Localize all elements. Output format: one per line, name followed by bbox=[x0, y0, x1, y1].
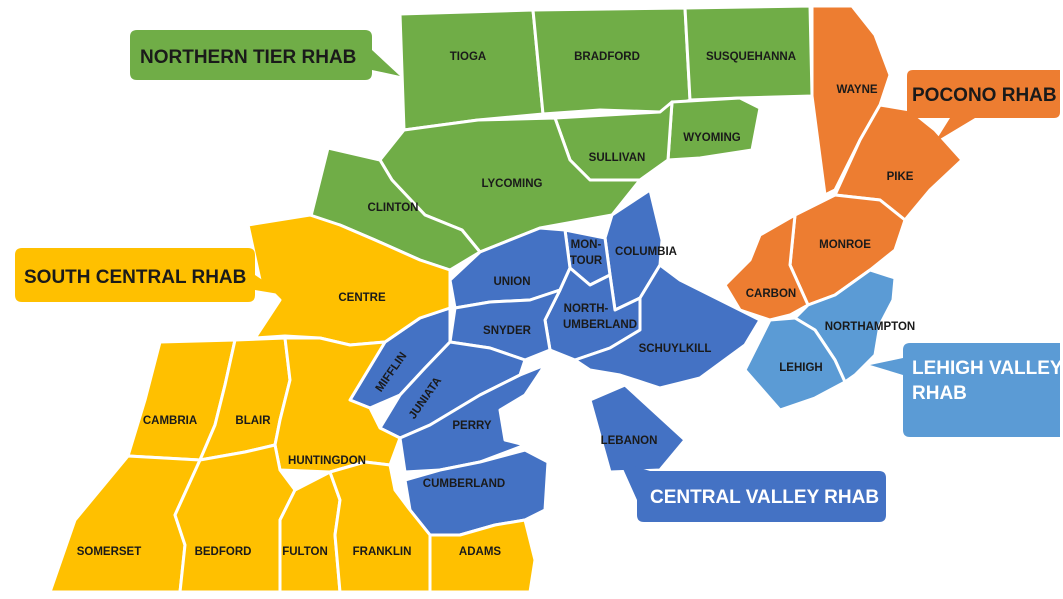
callout-lehigh-valley-label-1: LEHIGH VALLEY bbox=[912, 358, 1063, 379]
callout-lehigh-valley-label-2: RHAB bbox=[912, 383, 967, 404]
label-lehigh: LEHIGH bbox=[779, 362, 822, 374]
label-blair: BLAIR bbox=[235, 415, 271, 427]
label-clinton: CLINTON bbox=[368, 202, 419, 214]
label-lebanon: LEBANON bbox=[601, 435, 658, 447]
label-wayne: WAYNE bbox=[836, 84, 877, 96]
label-cambria: CAMBRIA bbox=[143, 415, 197, 427]
label-snyder: SNYDER bbox=[483, 325, 532, 337]
label-adams: ADAMS bbox=[459, 546, 501, 558]
south-central-region bbox=[48, 213, 537, 594]
callout-northern-tier: NORTHERN TIER RHAB bbox=[130, 30, 400, 80]
label-sullivan: SULLIVAN bbox=[589, 152, 646, 164]
label-centre: CENTRE bbox=[338, 292, 386, 304]
callout-south-central-label: SOUTH CENTRAL RHAB bbox=[24, 267, 246, 288]
label-tioga: TIOGA bbox=[450, 51, 486, 63]
county-lebanon bbox=[588, 383, 687, 474]
callout-south-central: SOUTH CENTRAL RHAB bbox=[15, 248, 285, 302]
label-somerset: SOMERSET bbox=[77, 546, 142, 558]
label-perry: PERRY bbox=[452, 420, 492, 432]
label-montour-1: MON- bbox=[571, 239, 602, 251]
central-valley-region bbox=[348, 188, 762, 537]
callout-northern-tier-label: NORTHERN TIER RHAB bbox=[140, 47, 356, 68]
callout-pocono: POCONO RHAB bbox=[907, 70, 1060, 142]
label-bedford: BEDFORD bbox=[195, 546, 252, 558]
label-franklin: FRANKLIN bbox=[353, 546, 412, 558]
callout-central-valley: CENTRAL VALLEY RHAB bbox=[620, 462, 886, 522]
label-pike: PIKE bbox=[887, 171, 914, 183]
label-columbia: COLUMBIA bbox=[615, 246, 677, 258]
county-lehigh bbox=[743, 316, 847, 412]
county-wyoming bbox=[666, 96, 762, 162]
label-cumberland: CUMBERLAND bbox=[423, 478, 505, 490]
label-carbon: CARBON bbox=[746, 288, 796, 300]
label-fulton: FULTON bbox=[282, 546, 328, 558]
county-adams bbox=[428, 518, 537, 594]
northern-tier-region bbox=[308, 4, 814, 272]
county-centre bbox=[246, 213, 452, 347]
county-tioga bbox=[398, 8, 545, 132]
lehigh-valley-region bbox=[743, 268, 897, 412]
county-huntingdon bbox=[273, 336, 402, 474]
county-schuylkill bbox=[573, 263, 762, 390]
label-northampton: NORTHAMPTON bbox=[825, 321, 916, 333]
label-monroe: MONROE bbox=[819, 239, 871, 251]
label-wyoming: WYOMING bbox=[683, 132, 741, 144]
pocono-region bbox=[723, 4, 964, 322]
label-montour-2: TOUR bbox=[570, 255, 603, 267]
county-carbon bbox=[723, 213, 810, 322]
county-susquehanna bbox=[683, 4, 814, 102]
label-northumberland-1: NORTH- bbox=[564, 303, 609, 315]
label-schuylkill: SCHUYLKILL bbox=[639, 343, 712, 355]
callout-central-valley-label: CENTRAL VALLEY RHAB bbox=[650, 487, 879, 508]
label-huntingdon: HUNTINGDON bbox=[288, 455, 366, 467]
label-susquehanna: SUSQUEHANNA bbox=[706, 51, 796, 63]
callout-lehigh-valley: LEHIGH VALLEY RHAB bbox=[870, 343, 1063, 437]
callout-pocono-label: POCONO RHAB bbox=[912, 85, 1057, 106]
label-northumberland-2: UMBERLAND bbox=[563, 319, 637, 331]
label-bradford: BRADFORD bbox=[574, 51, 640, 63]
label-union: UNION bbox=[493, 276, 530, 288]
county-pike bbox=[833, 103, 964, 222]
label-lycoming: LYCOMING bbox=[482, 178, 543, 190]
